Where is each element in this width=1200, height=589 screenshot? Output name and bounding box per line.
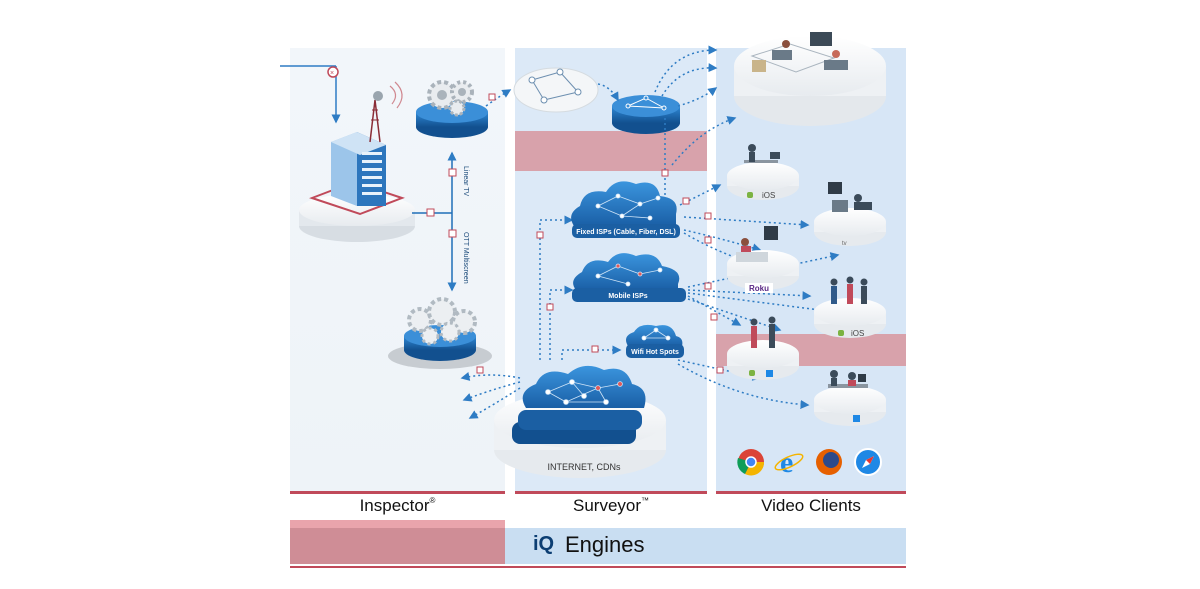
roku-badge: Roku <box>745 283 773 293</box>
satellite-headend-icon <box>331 81 403 206</box>
gear-icon <box>427 80 474 117</box>
video-clients-label: Video Clients <box>761 496 861 515</box>
fixed-isp-label: Fixed ISPs (Cable, Fiber, DSL) <box>576 229 676 236</box>
mobile-cloud-icon <box>572 253 686 302</box>
fixed-isp-network <box>595 193 661 221</box>
client-disc-3 <box>727 226 799 290</box>
surveyor-label: Surveyor™ <box>572 496 650 515</box>
surveyor-disc-1 <box>513 67 599 113</box>
windows-icon <box>766 370 860 422</box>
mobile-isp-network <box>595 263 663 287</box>
probe-markers <box>476 93 724 374</box>
cloud-icon <box>571 181 680 238</box>
client-disc-4 <box>814 276 886 338</box>
client-disc-6 <box>814 370 886 426</box>
linear-tv-label: Linear TV <box>462 166 469 197</box>
ie-icon: e <box>774 446 804 479</box>
apple-tv-icon: tv <box>842 241 847 247</box>
gear-cluster-icon <box>407 297 477 346</box>
internet-cloud-icon <box>512 365 646 444</box>
ios-label-1: iOS <box>762 191 775 200</box>
svg-text:×: × <box>330 70 334 77</box>
safari-icon <box>854 448 882 476</box>
engines-blue-block <box>505 528 906 564</box>
svg-text:e: e <box>780 446 793 479</box>
internet-label: INTERNET, CDNs <box>547 462 621 472</box>
living-room-disc <box>734 32 886 126</box>
input-line: × <box>280 65 341 124</box>
wifi-label: Wifi Hot Spots <box>631 349 679 356</box>
firefox-icon <box>816 449 842 475</box>
svg-text:Roku: Roku <box>749 284 769 293</box>
ott-multiscreen-label: OTT Multiscreen <box>462 232 469 284</box>
headend-connectors <box>412 151 457 292</box>
engines-red-top <box>290 520 505 528</box>
ios-label-2: iOS <box>851 329 864 338</box>
engines-red-block <box>290 528 505 564</box>
engines-title: Engines <box>565 532 645 557</box>
chrome-icon <box>737 449 765 476</box>
client-disc-1 <box>727 144 799 200</box>
inspector-label: Inspector® <box>359 496 436 515</box>
client-disc-2 <box>814 182 886 246</box>
surveyor-disc-2 <box>612 95 680 134</box>
iq-logo: iQ <box>533 533 555 555</box>
engines-bar: iQ Engines <box>290 520 906 568</box>
surveyor-band <box>515 131 707 171</box>
svg-text:tv: tv <box>842 241 847 247</box>
headend-disc <box>299 180 415 242</box>
android-icon <box>747 192 844 376</box>
mobile-isp-label: Mobile ISPs <box>608 293 647 300</box>
wifi-cloud-icon <box>626 324 684 358</box>
client-disc-5 <box>727 316 799 380</box>
ott-gear-disc <box>388 325 492 369</box>
